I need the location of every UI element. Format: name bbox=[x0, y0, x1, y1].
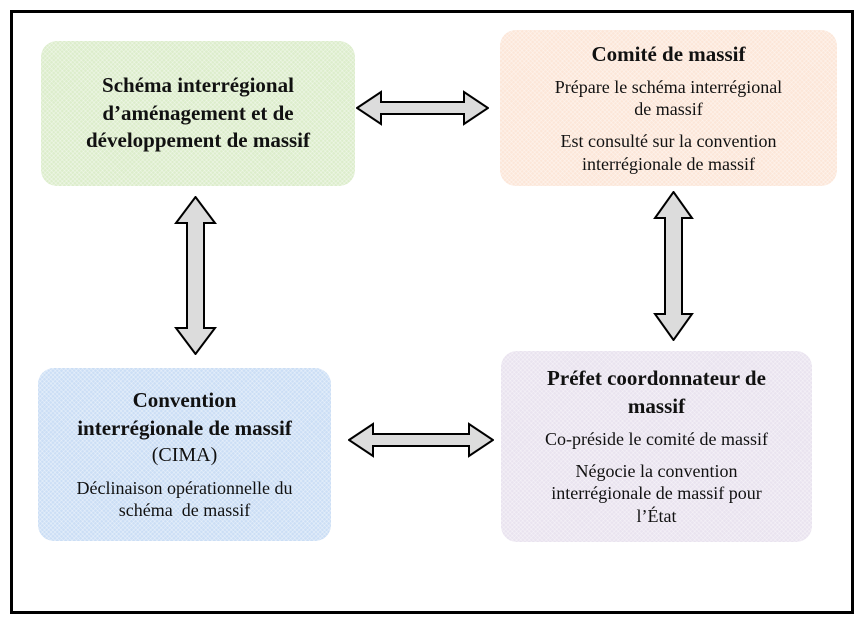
cima-p1-line-2: schéma de massif bbox=[118, 500, 251, 521]
prefet-p2-line-2: interrégionale de massif pour bbox=[551, 483, 762, 504]
double-arrow-schema-cima-icon bbox=[174, 196, 217, 355]
prefet-p2-line-1: Négocie la convention bbox=[575, 460, 738, 481]
cima-title-line-2: interrégionale de massif bbox=[77, 415, 292, 440]
cima-p1-line-1: Déclinaison opérationnelle du bbox=[76, 477, 293, 498]
cima-box-subtitle: (CIMA) bbox=[151, 443, 218, 466]
double-arrow-cima-prefet-icon bbox=[348, 422, 494, 458]
double-arrow-schema-comite-icon bbox=[356, 90, 489, 126]
prefet-paragraph-2: Négocie la convention interrégionale de … bbox=[551, 460, 761, 528]
prefet-box-title: Préfet coordonnateur de massif bbox=[547, 365, 766, 420]
box-prefet-coordonnateur: Préfet coordonnateur de massif Co-présid… bbox=[501, 351, 812, 542]
box-schema-interregional: Schéma interrégional d’aménagement et de… bbox=[41, 41, 355, 186]
double-arrow-comite-prefet-icon bbox=[653, 191, 694, 341]
cima-paragraph-1: Déclinaison opérationnelle du schéma de … bbox=[77, 477, 293, 522]
cima-box-title: Convention interrégionale de massif bbox=[77, 387, 292, 442]
schema-title-line-3: développement de massif bbox=[86, 128, 310, 153]
comite-paragraph-1: Prépare le schéma interrégional de massi… bbox=[555, 76, 782, 121]
prefet-p1-line-1: Co-préside le comité de massif bbox=[545, 428, 768, 449]
comite-p1-line-1: Prépare le schéma interrégional bbox=[554, 76, 783, 97]
schema-title-line-1: Schéma interrégional bbox=[102, 72, 294, 97]
box-convention-cima: Convention interrégionale de massif (CIM… bbox=[38, 368, 331, 541]
comite-p2-line-1: Est consulté sur la convention bbox=[560, 130, 777, 151]
prefet-title-line-2: massif bbox=[627, 394, 686, 419]
box-comite-de-massif: Comité de massif Prépare le schéma inter… bbox=[500, 30, 837, 186]
comite-box-title: Comité de massif bbox=[591, 41, 746, 66]
comite-paragraph-2: Est consulté sur la convention interrégi… bbox=[561, 130, 777, 175]
prefet-p2-line-3: l’État bbox=[636, 505, 677, 526]
prefet-paragraph-1: Co-préside le comité de massif bbox=[545, 428, 768, 451]
prefet-title-line-1: Préfet coordonnateur de bbox=[547, 366, 766, 391]
comite-p2-line-2: interrégionale de massif bbox=[582, 153, 755, 174]
comite-p1-line-2: de massif bbox=[634, 99, 703, 120]
schema-box-title: Schéma interrégional d’aménagement et de… bbox=[86, 72, 310, 155]
cima-title-line-1: Convention bbox=[132, 388, 237, 413]
diagram-frame: Schéma interrégional d’aménagement et de… bbox=[10, 10, 854, 614]
schema-title-line-2: d’aménagement et de bbox=[102, 100, 294, 125]
